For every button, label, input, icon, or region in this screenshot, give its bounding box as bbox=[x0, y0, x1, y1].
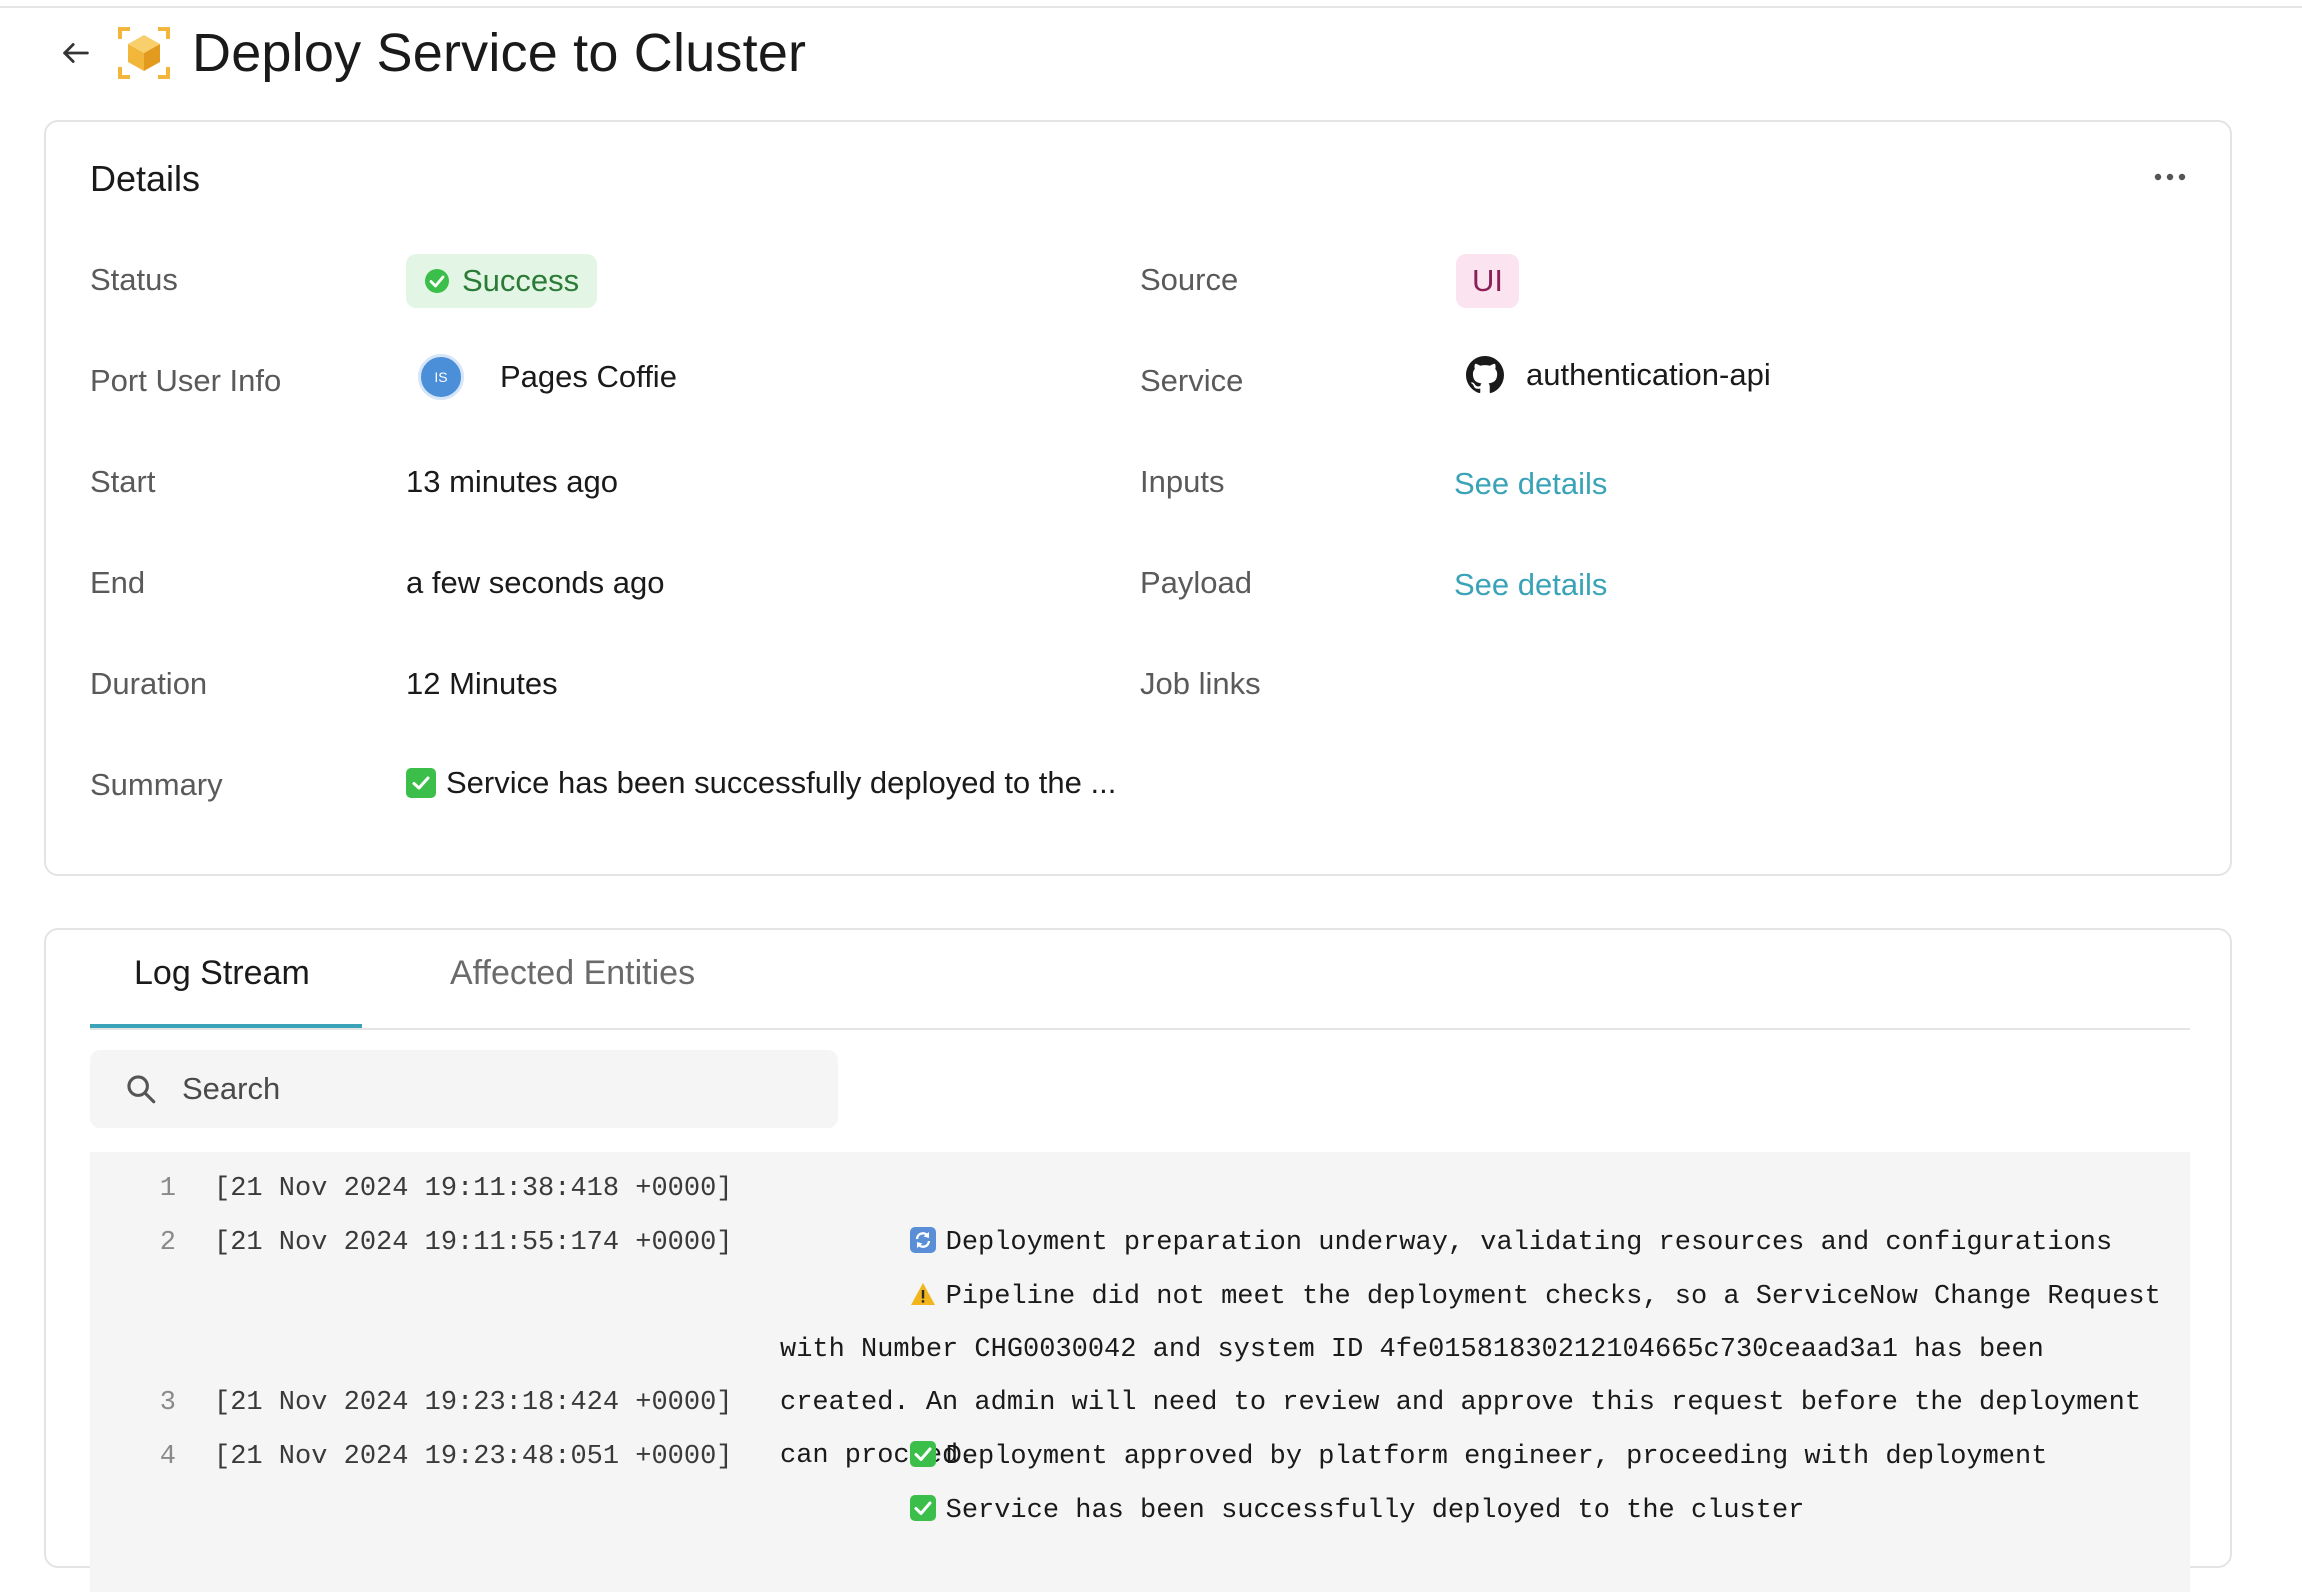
summary-label: Summary bbox=[90, 767, 223, 802]
log-stream-area[interactable]: 1 [21 Nov 2024 19:11:38:418 +0000] Deplo… bbox=[90, 1152, 2190, 1592]
log-timestamp: [21 Nov 2024 19:23:18:424 +0000] bbox=[214, 1388, 733, 1418]
status-value: Success bbox=[462, 263, 580, 298]
page-title: Deploy Service to Cluster bbox=[192, 23, 807, 83]
log-timestamp: [21 Nov 2024 19:11:55:174 +0000] bbox=[214, 1228, 733, 1258]
more-options-icon[interactable] bbox=[2150, 162, 2190, 192]
status-label: Status bbox=[90, 262, 178, 297]
top-divider bbox=[0, 6, 2302, 8]
search-box bbox=[90, 1050, 838, 1128]
end-value: a few seconds ago bbox=[406, 565, 665, 600]
service-value: authentication-api bbox=[1466, 356, 1771, 394]
check-icon bbox=[909, 1441, 936, 1467]
end-label: End bbox=[90, 565, 146, 600]
details-title: Details bbox=[90, 158, 201, 199]
port-user-info-value: IS Pages Coffie bbox=[418, 354, 677, 400]
page-header: Deploy Service to Cluster bbox=[56, 18, 806, 88]
port-user-info-label: Port User Info bbox=[90, 363, 282, 398]
tab-bar: Log Stream Affected Entities bbox=[90, 930, 2190, 1030]
log-message: Deployment approved by platform engineer… bbox=[780, 1378, 2180, 1537]
tab-affected-entities[interactable]: Affected Entities bbox=[450, 954, 696, 992]
summary-value: Service has been successfully deployed t… bbox=[406, 765, 1116, 801]
search-icon bbox=[127, 1075, 156, 1104]
check-mark-icon bbox=[406, 768, 436, 798]
line-number: 1 bbox=[159, 1174, 176, 1204]
log-card: Log Stream Affected Entities 1 [21 Nov 2… bbox=[44, 928, 2232, 1592]
summary-text: Service has been successfully deployed t… bbox=[446, 765, 1117, 800]
avatar: IS bbox=[418, 354, 464, 400]
log-message: Deployment preparation underway, validat… bbox=[780, 1164, 2180, 1323]
line-number: 2 bbox=[159, 1228, 176, 1258]
line-number: 4 bbox=[159, 1442, 176, 1472]
start-label: Start bbox=[90, 464, 156, 499]
success-check-icon bbox=[425, 269, 449, 293]
line-number: 3 bbox=[159, 1388, 176, 1418]
active-tab-indicator bbox=[90, 1024, 362, 1028]
status-badge: Success bbox=[406, 254, 598, 308]
payload-label: Payload bbox=[1140, 565, 1253, 600]
source-badge: UI bbox=[1456, 254, 1519, 308]
service-label: Service bbox=[1140, 363, 1244, 398]
source-label: Source bbox=[1140, 262, 1239, 297]
back-arrow-icon[interactable] bbox=[56, 33, 96, 73]
tab-log-stream[interactable]: Log Stream bbox=[134, 954, 310, 992]
log-message: Pipeline did not meet the deployment che… bbox=[780, 1282, 2178, 1471]
check-icon bbox=[909, 1495, 936, 1521]
duration-label: Duration bbox=[90, 666, 208, 701]
start-value: 13 minutes ago bbox=[406, 464, 618, 499]
package-box-icon bbox=[116, 25, 172, 81]
search-input[interactable] bbox=[180, 1070, 784, 1108]
job-links-label: Job links bbox=[1140, 666, 1261, 701]
user-name: Pages Coffie bbox=[500, 359, 677, 394]
log-timestamp: [21 Nov 2024 19:23:48:051 +0000] bbox=[214, 1442, 733, 1472]
refresh-icon bbox=[909, 1227, 936, 1253]
payload-see-details-link[interactable]: See details bbox=[1454, 567, 1608, 602]
warning-icon bbox=[910, 1283, 935, 1305]
duration-value: 12 Minutes bbox=[406, 666, 558, 701]
github-icon bbox=[1466, 356, 1504, 394]
details-card: Details Status Success Source UI Port Us… bbox=[44, 120, 2232, 876]
log-timestamp: [21 Nov 2024 19:11:38:418 +0000] bbox=[214, 1174, 733, 1204]
inputs-label: Inputs bbox=[1140, 464, 1225, 499]
service-name: authentication-api bbox=[1526, 357, 1771, 392]
inputs-see-details-link[interactable]: See details bbox=[1454, 466, 1608, 501]
log-message: Service has been successfully deployed t… bbox=[780, 1432, 2180, 1591]
